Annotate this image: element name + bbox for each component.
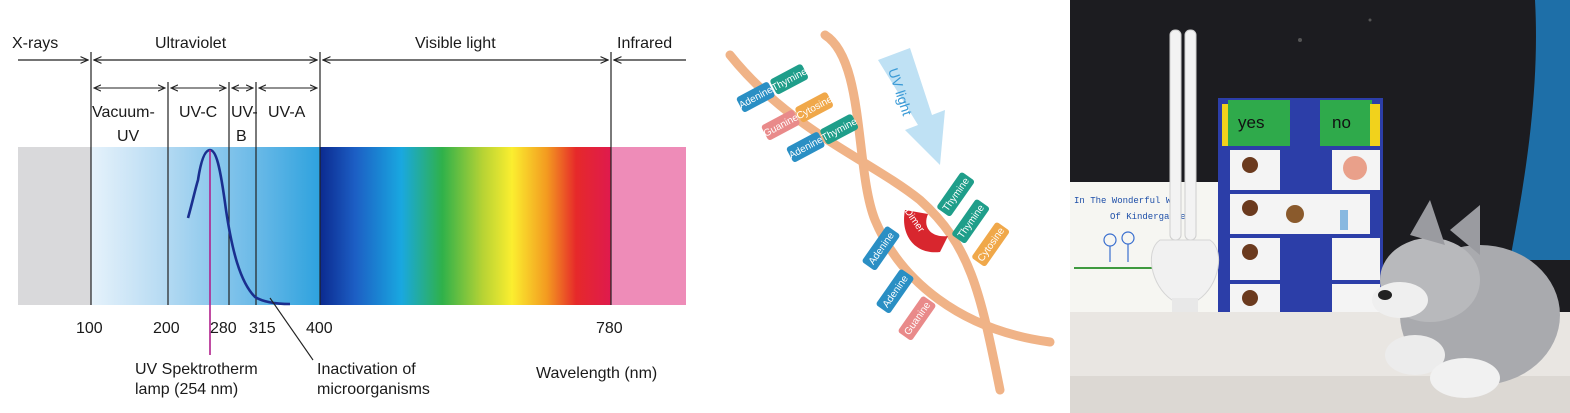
label-uvb-1: UV- [231,104,258,121]
tick-label: 200 [153,320,180,337]
tick-label: 100 [76,320,103,337]
visible-band [320,147,611,305]
label-visible: Visible light [415,35,496,52]
inactivation-annotation-2: microorganisms [317,381,430,398]
base-block [862,226,900,270]
poster-line-2: Of Kindergarten [1110,212,1191,222]
label-uvc: UV-C [179,104,217,121]
base-block [820,114,859,145]
base-block [876,269,914,313]
label-vacuum-uv-1: Vacuum- [92,104,155,121]
uv-band [91,147,320,305]
boundary-lines [90,52,612,305]
label-xrays: X-rays [12,35,58,52]
uv-light-arrow: UV light [878,48,945,165]
base-block [795,92,834,123]
photo-panel: In The Wonderful Wo Of Kindergarten yes … [1070,0,1570,413]
base-block [937,172,975,217]
base-block [786,132,825,162]
label-uvb-2: B [236,128,247,145]
spectrum-diagram: X-rays Ultraviolet Visible light Infrare… [12,35,686,398]
plush-husky [1372,200,1560,398]
label-ultraviolet: Ultraviolet [155,35,227,52]
poster-line-1: In The Wonderful Wo [1074,196,1177,206]
lamp-annotation-1: UV Spektrotherm [135,361,258,378]
tick-label: 315 [249,320,276,337]
base-block [952,199,990,244]
lamp-emission-curve [186,148,291,306]
base-block [761,110,800,140]
dna-diagram: Adenine Thymine Guanine Cytosine Adenine… [725,30,1055,395]
base-block [898,296,936,340]
chart-no-label: no [1332,113,1351,132]
spectrum-panel: X-rays Ultraviolet Visible light Infrare… [0,0,700,413]
axis-label-wavelength: Wavelength (nm) [536,365,657,382]
label-infrared: Infrared [617,35,672,52]
dna-panel: Adenine Thymine Guanine Cytosine Adenine… [700,0,1070,413]
infrared-band [611,147,686,305]
label-vacuum-uv-2: UV [117,128,140,145]
base-block [736,82,775,112]
tick-label: 400 [306,320,333,337]
xray-band [18,147,91,305]
base-block [972,222,1010,267]
tick-label: 780 [596,320,623,337]
thymine-dimer [904,210,948,253]
label-uva: UV-A [268,104,306,121]
base-block [770,64,809,95]
inactivation-annotation-1: Inactivation of [317,361,416,378]
uv-lamp-photo: In The Wonderful Wo Of Kindergarten yes … [1070,0,1570,413]
chart-yes-label: yes [1238,113,1264,132]
dna-backbone-strand [820,30,1055,347]
tick-label: 280 [210,320,237,337]
inactivation-pointer [269,297,314,361]
lamp-annotation-2: lamp (254 nm) [135,381,238,398]
